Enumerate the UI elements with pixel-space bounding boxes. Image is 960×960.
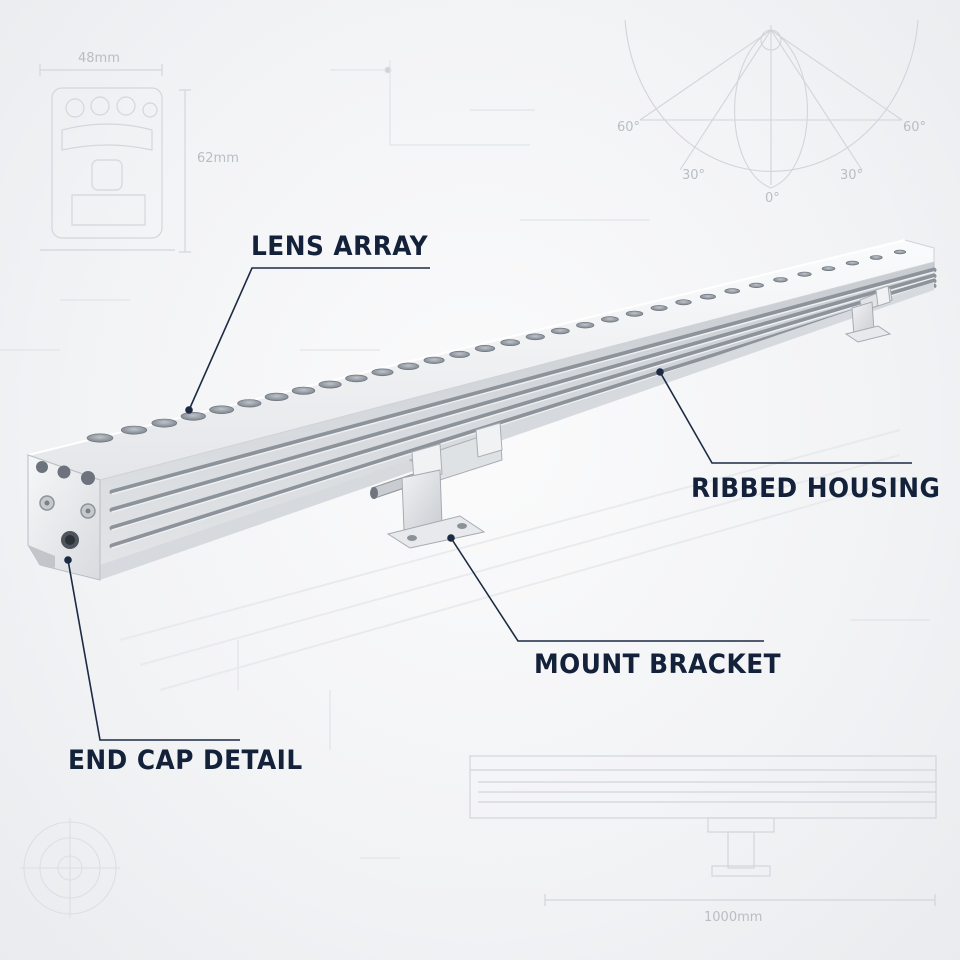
lens <box>237 399 262 408</box>
lens <box>291 386 316 395</box>
lens <box>675 299 692 306</box>
lens <box>180 411 206 421</box>
lens <box>601 316 619 323</box>
leader-mount-bracket <box>450 537 764 642</box>
lens <box>86 433 114 443</box>
leader-ribbed-housing <box>659 371 912 464</box>
lens <box>797 271 812 277</box>
callout-end-cap-detail: END CAP DETAIL <box>68 745 303 776</box>
lens <box>423 356 445 364</box>
lens <box>625 310 644 317</box>
leader-lines <box>64 267 912 741</box>
lens <box>345 374 368 383</box>
angle-0-center: 0° <box>765 191 780 206</box>
angle-60-right: 60° <box>903 120 926 135</box>
blueprint-end-profile <box>39 64 191 253</box>
lens <box>318 380 342 389</box>
lens <box>893 249 907 255</box>
blueprint-side-elevation <box>469 755 937 906</box>
blueprint-front-profile <box>20 818 120 918</box>
lens <box>869 255 883 260</box>
housing-bottom-lip <box>100 282 934 580</box>
lens <box>500 339 521 346</box>
lens <box>120 425 148 435</box>
lens <box>371 368 394 377</box>
lens <box>650 305 668 311</box>
lens <box>576 322 595 329</box>
dim-length-text: 1000mm <box>704 910 762 925</box>
lens <box>397 362 420 370</box>
lens <box>773 277 788 283</box>
lens <box>550 327 570 335</box>
blueprint-guides <box>0 60 930 859</box>
lens <box>821 266 836 271</box>
led-bar-fixture <box>26 239 937 581</box>
angle-60-left: 60° <box>617 120 640 135</box>
lens <box>209 405 235 414</box>
callout-lens-array: LENS ARRAY <box>251 231 429 262</box>
lens <box>845 260 860 266</box>
end-cap-holes <box>28 461 96 568</box>
lens <box>724 288 741 294</box>
lens <box>699 293 716 300</box>
lens <box>151 418 178 428</box>
lens <box>264 392 289 402</box>
dim-height-text: 62mm <box>197 151 239 166</box>
front-mount-bracket <box>386 422 503 549</box>
dim-width-text: 48mm <box>78 51 120 66</box>
rear-mount-bracket <box>844 285 893 343</box>
beam-angle-diagram <box>624 19 919 189</box>
angle-30-right: 30° <box>840 168 863 183</box>
callout-ribbed-housing: RIBBED HOUSING <box>691 473 941 504</box>
lens-row <box>86 249 907 443</box>
floor-reflection <box>119 429 901 691</box>
lens <box>525 333 545 341</box>
lens <box>449 350 470 358</box>
lens <box>474 344 496 352</box>
callout-mount-bracket: MOUNT BRACKET <box>534 649 782 680</box>
leader-lens-array <box>188 267 430 411</box>
leader-end-cap <box>67 559 240 741</box>
lens <box>748 282 764 289</box>
angle-30-left: 30° <box>682 168 705 183</box>
